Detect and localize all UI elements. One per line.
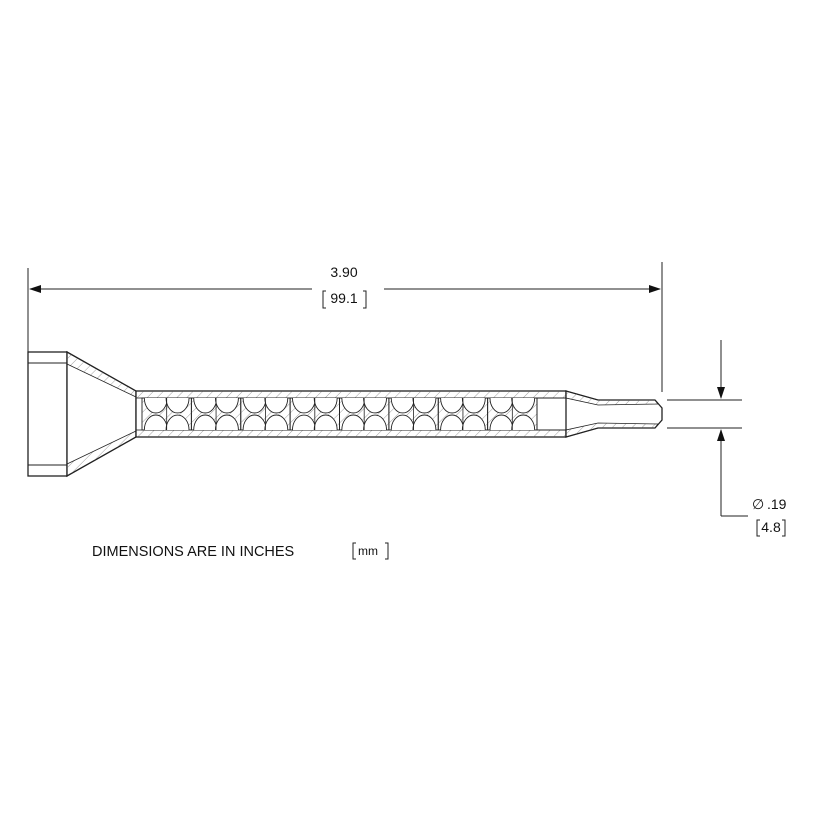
length-mm-bracket-left	[322, 290, 326, 309]
static-mixer-elements	[141, 397, 538, 431]
mixer-end-plug	[536, 397, 567, 431]
diameter-mm-label: 4.8	[761, 519, 781, 535]
length-inches-label: 3.90	[330, 264, 357, 280]
tip-wall-bottom	[565, 422, 659, 438]
length-dimension: 3.90 99.1	[27, 262, 663, 392]
units-bracket-right	[385, 542, 389, 560]
tube-wall-top	[135, 390, 567, 399]
diameter-mm-bracket-left	[756, 519, 760, 537]
length-mm-label: 99.1	[330, 290, 357, 306]
units-note: DIMENSIONS ARE IN INCHES mm	[92, 542, 389, 560]
mixer-element	[289, 397, 340, 431]
units-note-unit: mm	[358, 544, 378, 558]
diameter-inches-label: .19	[767, 496, 787, 512]
tip-wall-top	[565, 390, 659, 406]
nozzle-hub	[27, 351, 68, 477]
mixer-element	[388, 397, 439, 431]
nozzle-funnel	[66, 350, 137, 478]
diameter-mm-bracket-right	[782, 519, 786, 537]
mixer-element	[240, 397, 291, 431]
units-note-text: DIMENSIONS ARE IN INCHES	[92, 544, 294, 560]
diameter-symbol: ∅	[752, 496, 764, 512]
mixer-element	[339, 397, 390, 431]
length-mm-bracket-right	[363, 290, 367, 309]
mixer-element	[190, 397, 242, 431]
mixing-nozzle	[27, 350, 663, 478]
mixer-element	[487, 397, 538, 431]
mixer-element	[437, 397, 489, 431]
tube-wall-bottom	[135, 429, 567, 438]
units-bracket-left	[352, 542, 356, 560]
diameter-dimension: ∅ .19 4.8	[667, 340, 787, 537]
mixer-element	[141, 397, 192, 431]
